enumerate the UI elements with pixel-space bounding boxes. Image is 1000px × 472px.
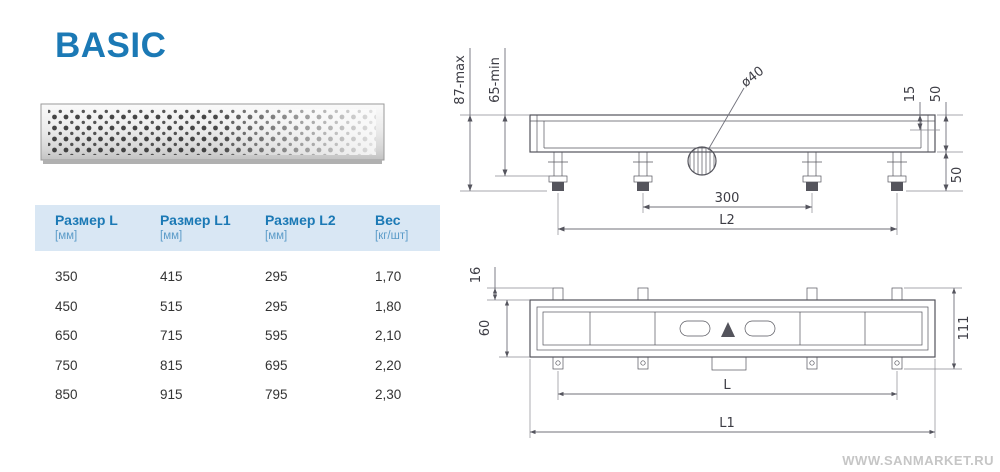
channel-body: [529, 114, 936, 153]
table-cell: 350: [55, 269, 78, 285]
table-cell: 450: [55, 298, 78, 314]
table-cell: 2,10: [375, 328, 402, 344]
dim-label-body-height: 50: [929, 86, 944, 103]
plan-left-dimensions: 16 60: [469, 267, 553, 358]
mounting-brackets: [552, 287, 903, 371]
table-cell: 750: [55, 357, 78, 373]
dim-label-leg-height: 50: [950, 167, 965, 184]
table-body: 350 415 295 1,70 450 515 295 1,80 650 71…: [35, 251, 440, 410]
flow-direction-mark: [721, 322, 735, 337]
table-header: Размер L [мм]: [35, 212, 140, 242]
support-legs: [548, 152, 907, 191]
table-cell: 915: [160, 387, 183, 403]
dim-label-leg-spacing: 300: [715, 191, 740, 206]
table-cell: 650: [55, 328, 78, 344]
right-dimensions: 15 50 50: [903, 86, 965, 192]
table-header-row: Размер L [мм] Размер L1 [мм] Размер L2 […: [35, 205, 440, 251]
header-unit: [кг/шт]: [375, 230, 409, 242]
dimensions-table: Размер L [мм] Размер L1 [мм] Размер L2 […: [35, 205, 440, 410]
left-dimensions: 87-max 65-min: [453, 48, 552, 192]
header-label: Размер L1: [160, 212, 231, 228]
side-view-drawing: 87-max 65-min ø40 15 50 50: [440, 10, 1000, 255]
header-label: Вес: [375, 212, 401, 228]
dim-label-total-width: 111: [957, 316, 972, 341]
bottom-dimensions: 300 L2: [557, 191, 898, 235]
product-title: BASIC: [55, 26, 167, 65]
table-row: 750 815 695 2,20: [35, 351, 440, 381]
table-cell: 795: [265, 387, 288, 403]
table-cell: 1,70: [375, 269, 402, 285]
plan-right-dimension: 111: [904, 287, 972, 370]
table-row: 350 415 295 1,70: [35, 262, 440, 292]
dim-label-l2: L2: [719, 213, 735, 228]
dim-label-height-min: 65-min: [488, 57, 503, 103]
table-row: 850 915 795 2,30: [35, 380, 440, 410]
table-cell: 695: [265, 357, 288, 373]
table-cell: 295: [265, 269, 288, 285]
table-cell: 415: [160, 269, 183, 285]
watermark: WWW.SANMARKET.RU: [842, 453, 994, 468]
table-header: Размер L2 [мм]: [245, 212, 355, 242]
dim-label-height-max: 87-max: [453, 55, 468, 105]
table-header: Размер L1 [мм]: [140, 212, 245, 242]
dim-label-channel-width: 60: [478, 320, 493, 337]
table-cell: 1,80: [375, 298, 402, 314]
dim-label-l: L: [723, 378, 731, 393]
table-cell: 595: [265, 328, 288, 344]
table-row: 450 515 295 1,80: [35, 292, 440, 322]
header-unit: [мм]: [55, 230, 78, 242]
dim-label-bracket-offset: 16: [469, 267, 484, 284]
header-unit: [мм]: [265, 230, 288, 242]
table-cell: 295: [265, 298, 288, 314]
plan-bottom-dimensions: L L1: [529, 359, 936, 438]
grate-bottom-edge: [43, 159, 382, 164]
header-label: Размер L2: [265, 212, 336, 228]
grate-highlight: [48, 109, 376, 155]
table-cell: 850: [55, 387, 78, 403]
table-cell: 515: [160, 298, 183, 314]
dim-label-l1: L1: [719, 416, 735, 431]
dim-label-grate-height: 15: [903, 86, 918, 103]
drain-trap: [687, 146, 717, 176]
dim-label-diameter: ø40: [739, 64, 768, 91]
table-cell: 715: [160, 328, 183, 344]
table-row: 650 715 595 2,10: [35, 321, 440, 351]
table-cell: 2,20: [375, 357, 402, 373]
grate-product-image: [40, 103, 385, 172]
table-header: Вес [кг/шт]: [355, 212, 440, 242]
header-unit: [мм]: [160, 230, 183, 242]
outlet-plan: [711, 356, 747, 371]
channel-plan-body: [529, 299, 936, 358]
table-cell: 815: [160, 357, 183, 373]
table-cell: 2,30: [375, 387, 402, 403]
header-label: Размер L: [55, 212, 118, 228]
diameter-dimension: ø40: [707, 64, 768, 151]
plan-view-drawing: 16 60 111 L L1: [440, 255, 1000, 472]
